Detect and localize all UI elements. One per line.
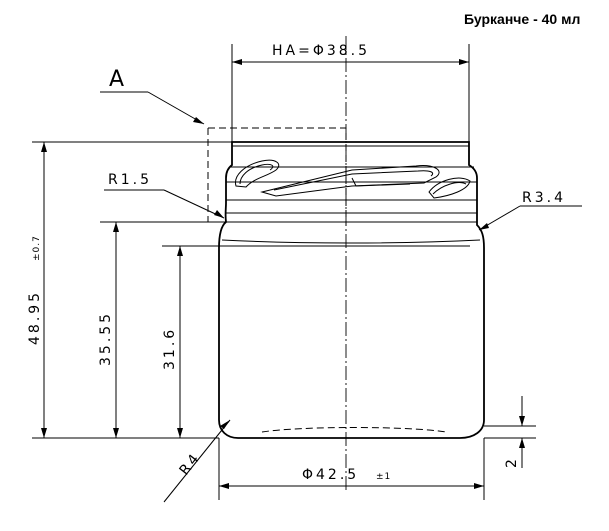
dim-body-height: 31.6	[162, 245, 470, 438]
dim-shoulder-height: 35.55	[98, 221, 226, 438]
dim-body-diameter-label: Φ42.5	[302, 467, 359, 483]
radius-shoulder-label: R3.4	[522, 190, 566, 206]
dim-shoulder-height-label: 35.55	[98, 311, 114, 366]
radius-shoulder-callout: R3.4	[478, 190, 582, 231]
dim-base-offset: 2	[484, 396, 536, 468]
dim-body-diameter-tol: ±1	[376, 472, 391, 482]
jar-outline	[218, 141, 485, 439]
dim-total-height-tol: ±0.7	[32, 235, 42, 261]
view-a-label: A	[109, 67, 124, 92]
radius-neck-callout: R1.5	[104, 172, 225, 219]
bottom-dashed	[261, 427, 447, 433]
dim-neck-diameter: HA=Φ38.5	[231, 43, 470, 142]
dim-base-offset-label: 2	[504, 456, 520, 468]
dim-body-height-label: 31.6	[162, 327, 178, 370]
radius-neck-label: R1.5	[108, 172, 152, 188]
thread-lugs	[235, 159, 471, 199]
dim-neck-diameter-label: HA=Φ38.5	[272, 43, 370, 59]
dim-body-diameter: Φ42.5 ±1	[218, 438, 485, 500]
view-a-callout: A	[100, 67, 205, 125]
radius-base-label: R4	[177, 449, 205, 478]
dim-total-height-label: 48.95	[27, 290, 43, 345]
dim-total-height: 48.95 ±0.7	[27, 141, 232, 439]
drawing-title: Бурканче - 40 мл	[464, 11, 580, 27]
radius-base-callout: R4	[163, 419, 231, 503]
